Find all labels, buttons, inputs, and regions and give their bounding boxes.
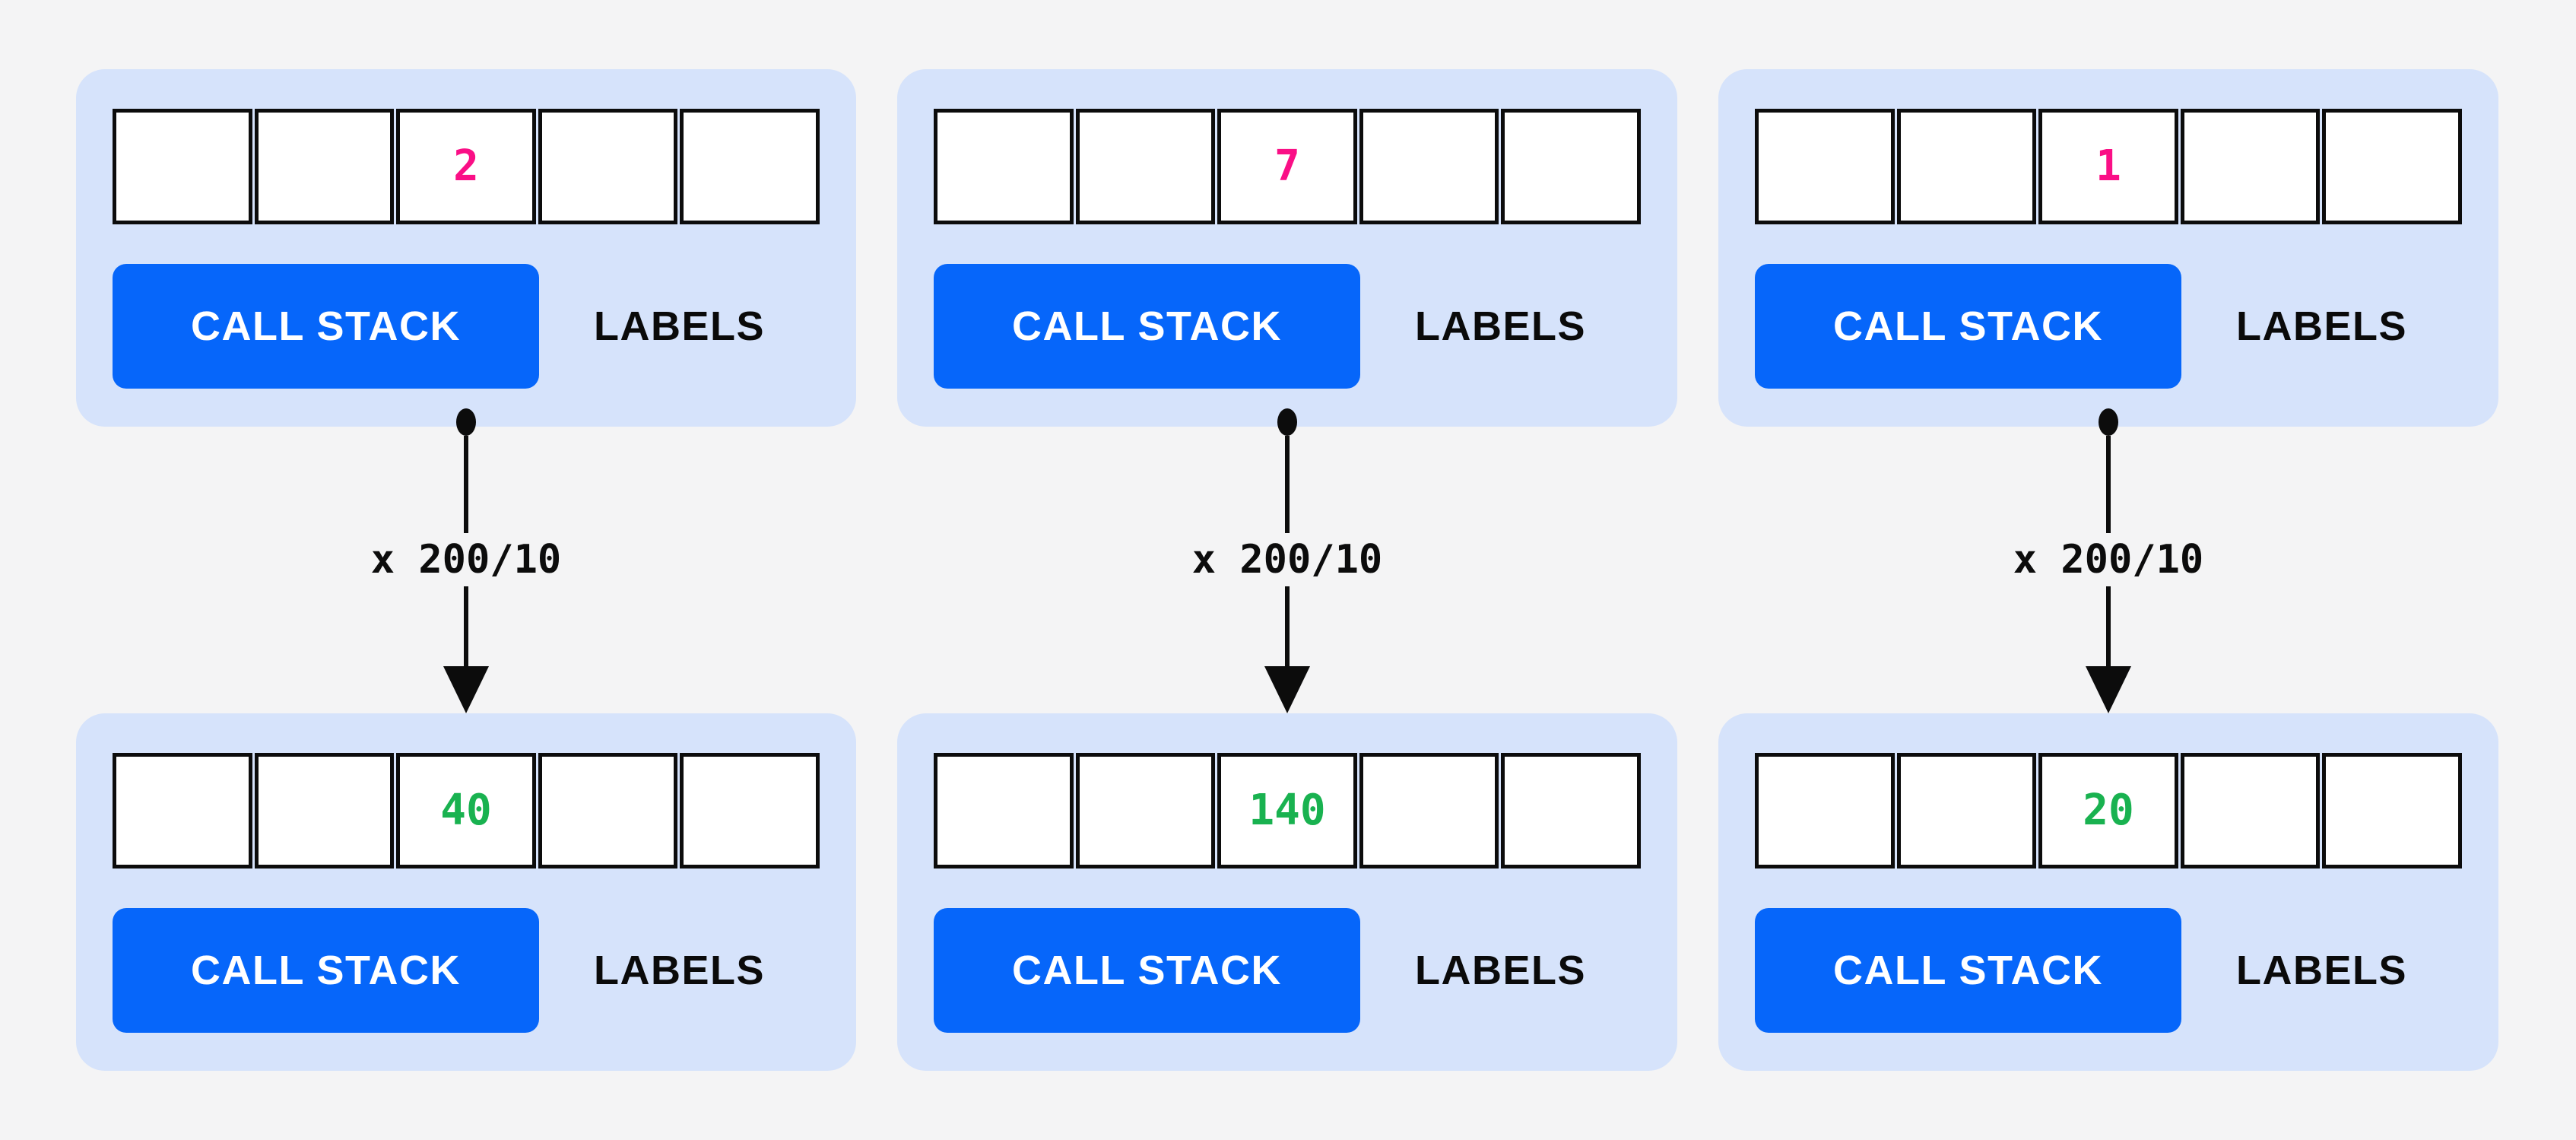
card-footer: CALL STACK LABELS xyxy=(934,908,1641,1033)
arrow-origin-dot-icon xyxy=(456,408,476,436)
memory-cell: 40 xyxy=(396,753,536,868)
card-footer: CALL STACK LABELS xyxy=(1755,908,2462,1033)
call-stack-card-bottom: 20 CALL STACK LABELS xyxy=(1718,713,2498,1071)
memory-cell: 7 xyxy=(1217,109,1357,224)
arrow-line xyxy=(1285,586,1290,666)
transform-arrow: x 200/10 xyxy=(76,408,856,713)
cell-value: 7 xyxy=(1274,141,1300,191)
call-stack-card-top: 1 CALL STACK LABELS xyxy=(1718,69,2498,427)
memory-cell xyxy=(1359,109,1499,224)
memory-cell xyxy=(1501,109,1641,224)
call-stack-card-bottom: 140 CALL STACK LABELS xyxy=(897,713,1677,1071)
arrowhead-icon xyxy=(2086,666,2131,713)
memory-cell xyxy=(1755,109,1895,224)
memory-cell xyxy=(1075,109,1216,224)
memory-cell: 2 xyxy=(396,109,536,224)
arrowhead-icon xyxy=(443,666,489,713)
memory-cells-row: 20 xyxy=(1755,753,2462,868)
memory-cells-row: 40 xyxy=(113,753,820,868)
arrow-line xyxy=(1285,436,1290,533)
memory-cell xyxy=(1896,753,2037,868)
memory-cell xyxy=(254,109,395,224)
memory-cell xyxy=(934,109,1074,224)
memory-cell xyxy=(1755,753,1895,868)
column-2: 7 CALL STACK LABELS x 200/10 140 xyxy=(897,69,1677,1071)
memory-cell xyxy=(113,753,252,868)
memory-cells-row: 2 xyxy=(113,109,820,224)
call-stack-card-top: 7 CALL STACK LABELS xyxy=(897,69,1677,427)
memory-cell: 140 xyxy=(1217,753,1357,868)
card-footer: CALL STACK LABELS xyxy=(113,908,820,1033)
labels-toggle[interactable]: LABELS xyxy=(594,303,765,349)
memory-cell xyxy=(2322,753,2462,868)
memory-cell xyxy=(538,109,678,224)
memory-cell xyxy=(1501,753,1641,868)
cell-value: 1 xyxy=(2095,141,2121,191)
card-footer: CALL STACK LABELS xyxy=(934,264,1641,389)
memory-cell xyxy=(538,753,678,868)
labels-toggle[interactable]: LABELS xyxy=(1415,948,1586,993)
cell-value: 140 xyxy=(1248,786,1326,835)
memory-cells-row: 140 xyxy=(934,753,1641,868)
transform-arrow: x 200/10 xyxy=(1718,408,2498,713)
labels-toggle[interactable]: LABELS xyxy=(1415,303,1586,349)
arrow-origin-dot-icon xyxy=(1277,408,1297,436)
memory-cell xyxy=(680,753,820,868)
call-stack-button[interactable]: CALL STACK xyxy=(113,908,539,1033)
card-footer: CALL STACK LABELS xyxy=(1755,264,2462,389)
memory-cells-row: 7 xyxy=(934,109,1641,224)
memory-cell xyxy=(2180,109,2321,224)
transform-arrow: x 200/10 xyxy=(897,408,1677,713)
memory-cell xyxy=(1075,753,1216,868)
memory-cell xyxy=(1359,753,1499,868)
call-stack-button[interactable]: CALL STACK xyxy=(934,908,1360,1033)
labels-toggle[interactable]: LABELS xyxy=(2236,948,2407,993)
cell-value: 20 xyxy=(2083,786,2134,835)
call-stack-button[interactable]: CALL STACK xyxy=(113,264,539,389)
labels-toggle[interactable]: LABELS xyxy=(2236,303,2407,349)
memory-cells-row: 1 xyxy=(1755,109,2462,224)
memory-cell xyxy=(113,109,252,224)
memory-cell xyxy=(1896,109,2037,224)
arrow-line xyxy=(2106,586,2111,666)
arrow-origin-dot-icon xyxy=(2099,408,2118,436)
column-1: 2 CALL STACK LABELS x 200/10 40 xyxy=(76,69,856,1071)
memory-cell: 20 xyxy=(2038,753,2178,868)
card-footer: CALL STACK LABELS xyxy=(113,264,820,389)
call-stack-button[interactable]: CALL STACK xyxy=(1755,264,2181,389)
call-stack-card-top: 2 CALL STACK LABELS xyxy=(76,69,856,427)
memory-cell xyxy=(934,753,1074,868)
cell-value: 40 xyxy=(440,786,492,835)
arrow-line xyxy=(464,586,468,666)
memory-cell xyxy=(2180,753,2321,868)
multiply-label: x 200/10 xyxy=(370,537,562,583)
memory-cell xyxy=(254,753,395,868)
multiply-label: x 200/10 xyxy=(1191,537,1383,583)
multiply-label: x 200/10 xyxy=(2013,537,2204,583)
arrowhead-icon xyxy=(1264,666,1310,713)
column-3: 1 CALL STACK LABELS x 200/10 20 xyxy=(1718,69,2498,1071)
cell-value: 2 xyxy=(453,141,479,191)
memory-cell xyxy=(680,109,820,224)
arrow-line xyxy=(464,436,468,533)
call-stack-button[interactable]: CALL STACK xyxy=(1755,908,2181,1033)
labels-toggle[interactable]: LABELS xyxy=(594,948,765,993)
memory-cell: 1 xyxy=(2038,109,2178,224)
call-stack-card-bottom: 40 CALL STACK LABELS xyxy=(76,713,856,1071)
arrow-line xyxy=(2106,436,2111,533)
memory-cell xyxy=(2322,109,2462,224)
call-stack-button[interactable]: CALL STACK xyxy=(934,264,1360,389)
